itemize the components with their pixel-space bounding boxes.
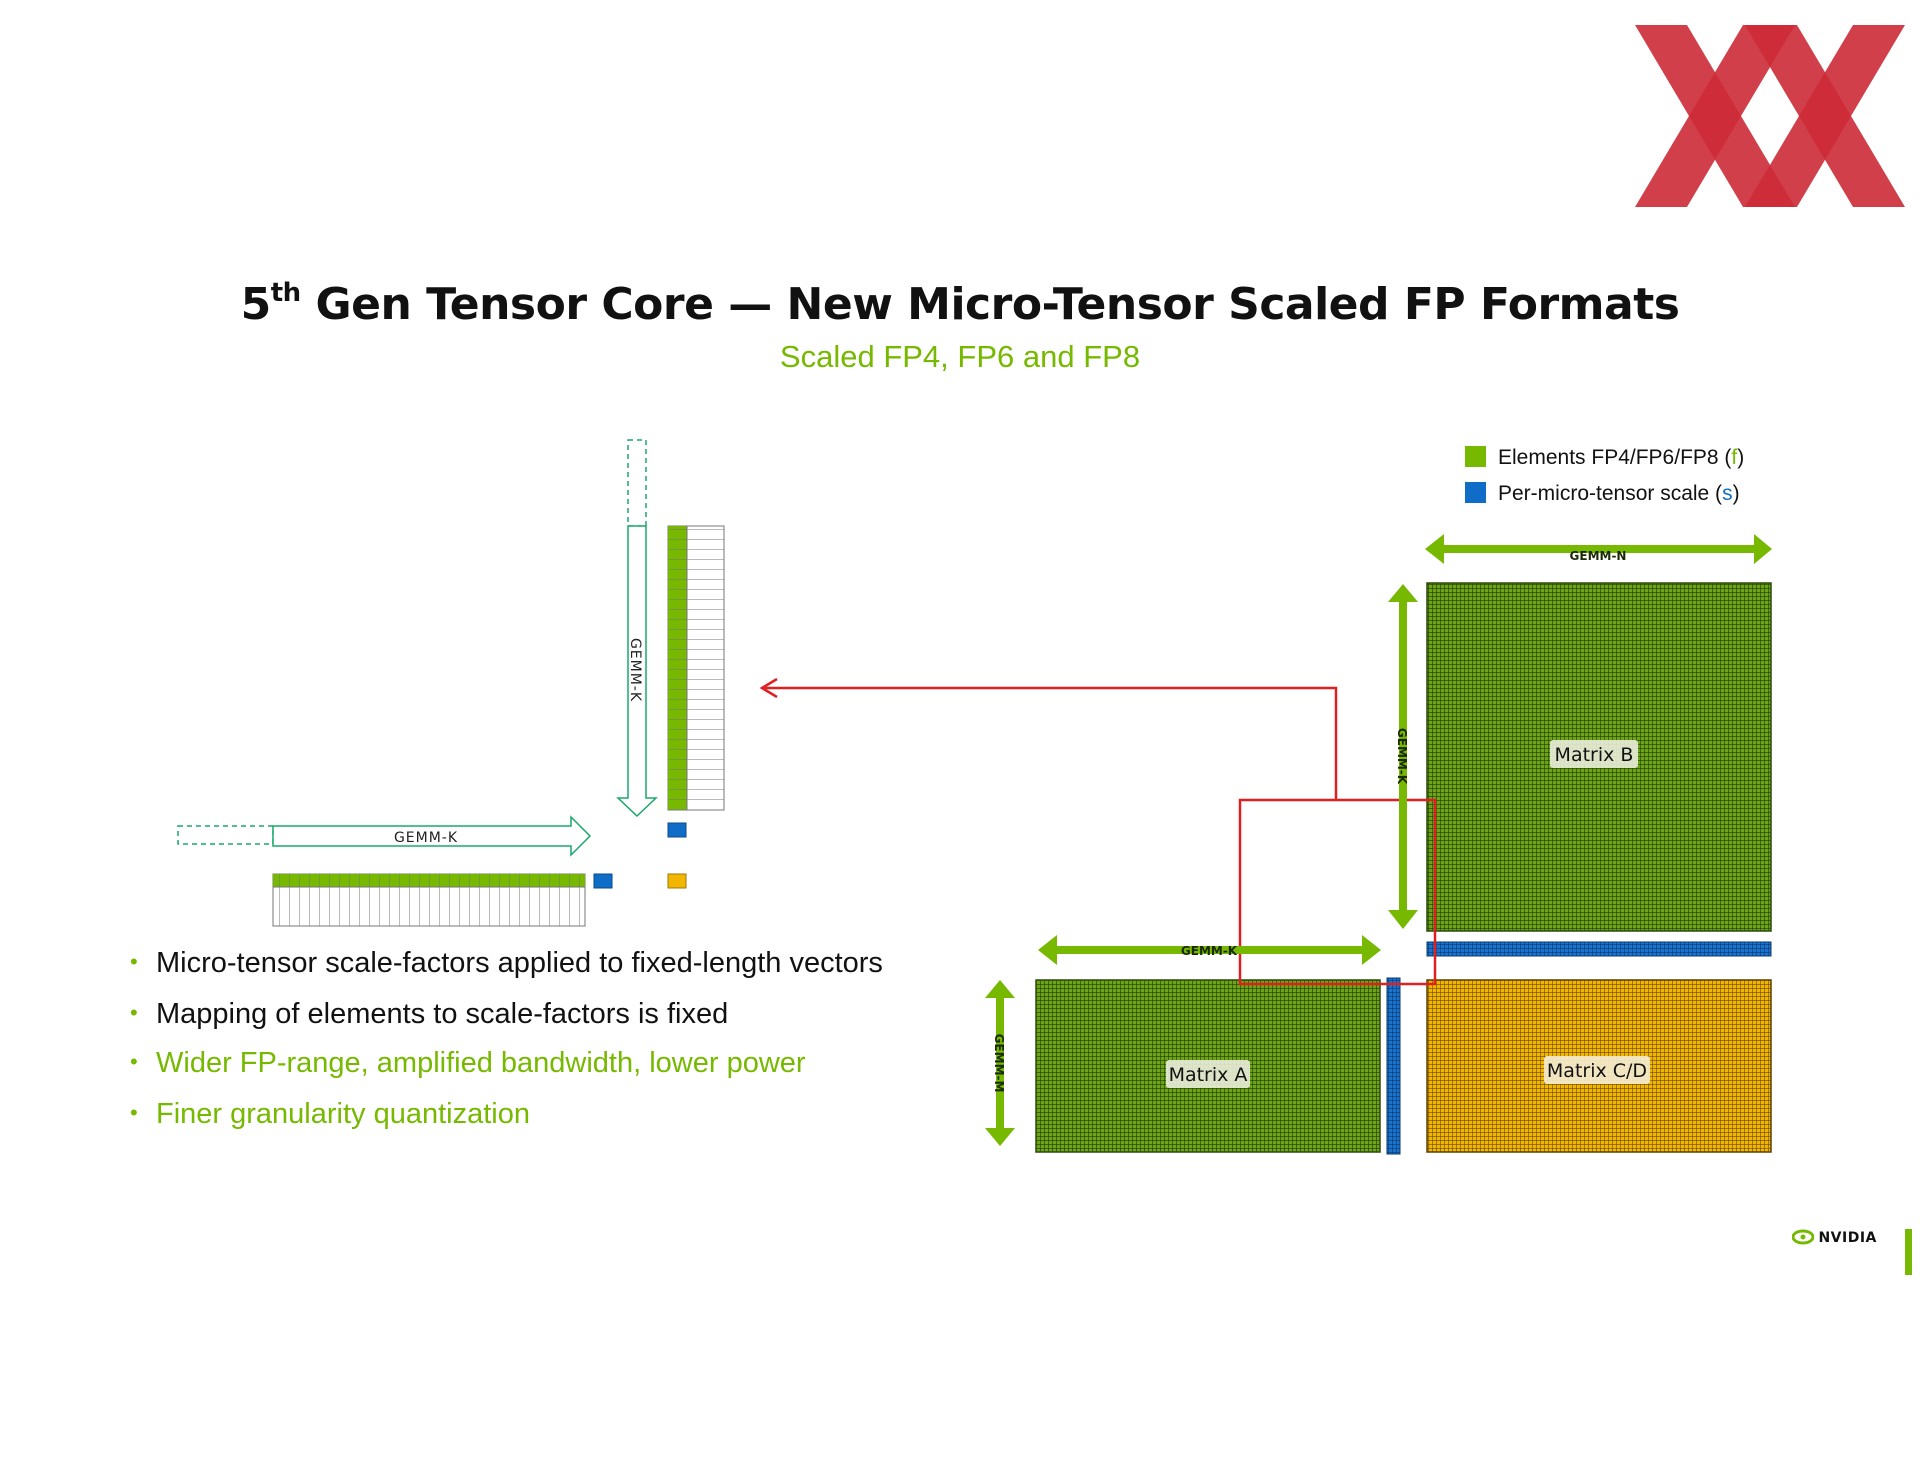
scale-factor-cell xyxy=(667,822,687,838)
gemm-k-label: GEMM-K xyxy=(627,638,643,702)
gemm-k-arrow-vertical xyxy=(616,525,658,818)
gemm-k-arrow-b xyxy=(1388,584,1418,929)
page-subtitle: Scaled FP4, FP6 and FP8 xyxy=(779,339,1141,374)
horizontal-vector-cells xyxy=(272,873,586,927)
matrix-a-label: Matrix A xyxy=(1169,1064,1248,1086)
gemm-n-arrow xyxy=(1425,534,1772,564)
gemm-k-label: GEMM-K xyxy=(1181,944,1238,958)
page-title: 5th Gen Tensor Core — New Micro-Tensor S… xyxy=(240,278,1680,330)
bullet-item: •Mapping of elements to scale-factors is… xyxy=(130,998,729,1030)
dashed-vector-extension xyxy=(177,825,274,845)
legend-scale: Per-micro-tensor scale (s) xyxy=(1465,482,1740,506)
scale-strip-b xyxy=(1426,941,1772,957)
highlight-box xyxy=(1238,798,1437,986)
gemm-k-label: GEMM-K xyxy=(1395,728,1409,785)
matrix-b-label: Matrix B xyxy=(1555,744,1634,766)
dashed-vector-extension xyxy=(627,439,647,527)
nvidia-logo-icon xyxy=(1791,1229,1815,1245)
blue-swatch-icon xyxy=(1465,482,1486,503)
gemm-k-label: GEMM-K xyxy=(394,830,458,846)
legend-elements: Elements FP4/FP6/FP8 (f) xyxy=(1465,446,1744,470)
output-scale-cell xyxy=(667,873,687,889)
bullet-item: •Micro-tensor scale-factors applied to f… xyxy=(130,947,883,979)
matrix-b xyxy=(1426,582,1772,932)
gemm-k-arrow-a xyxy=(1038,935,1381,965)
scale-strip-a xyxy=(1386,977,1401,1155)
gemm-n-label: GEMM-N xyxy=(1570,549,1627,563)
gemm-k-arrow-horizontal xyxy=(272,815,592,857)
callout-connector-line xyxy=(765,686,1338,800)
scale-factor-cell xyxy=(593,873,613,889)
green-swatch-icon xyxy=(1465,446,1486,467)
bullet-item: •Finer granularity quantization xyxy=(130,1098,530,1130)
gemm-m-label: GEMM-M xyxy=(992,1034,1006,1093)
arrowhead-icon xyxy=(759,677,778,699)
bullet-item: •Wider FP-range, amplified bandwidth, lo… xyxy=(130,1047,806,1079)
green-accent-bar xyxy=(1905,1229,1912,1275)
gemm-m-arrow xyxy=(985,980,1015,1146)
vertical-vector-cells xyxy=(667,525,725,811)
nvidia-logo: NVIDIA xyxy=(1791,1229,1877,1247)
watermark-logo xyxy=(1635,25,1905,207)
matrix-cd-label: Matrix C/D xyxy=(1547,1060,1647,1082)
